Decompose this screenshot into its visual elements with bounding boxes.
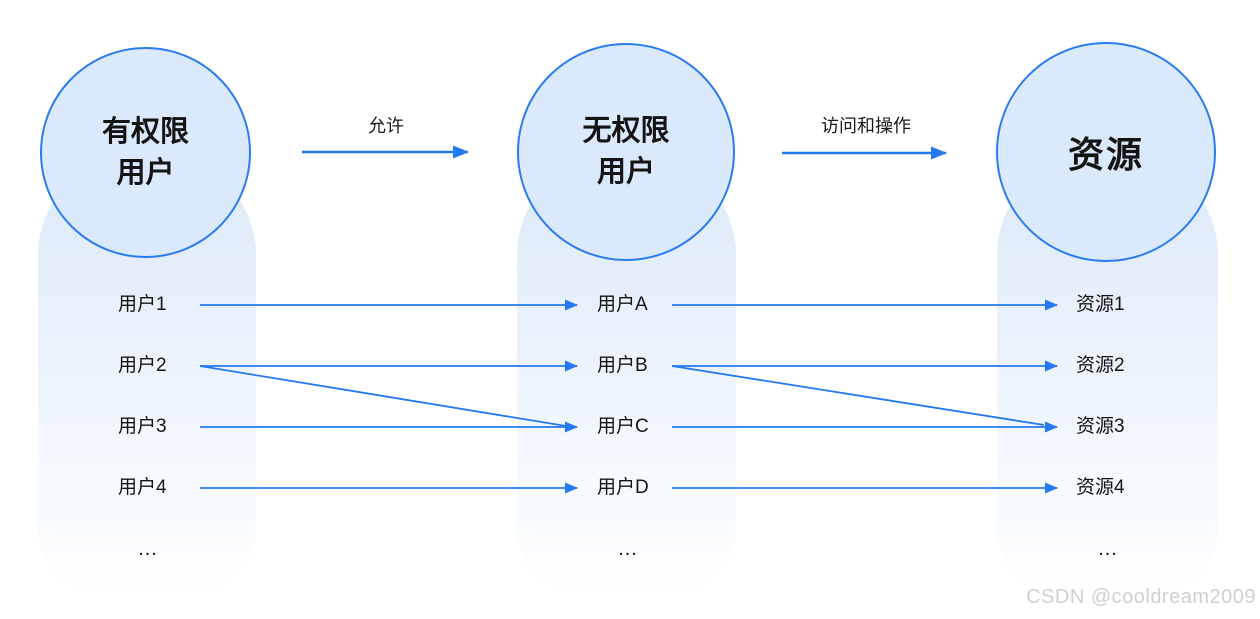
unauthorized-users-more-indicator: ... xyxy=(618,538,638,560)
watermark: CSDN @cooldream2009 xyxy=(1026,586,1256,608)
resources-circle-label: 资源 xyxy=(1067,134,1144,175)
authorized-users-circle-label-line2: 用户 xyxy=(116,156,175,189)
flow-arrow-allow-label: 允许 xyxy=(368,116,404,136)
resource-row: 资源3 xyxy=(1076,416,1125,437)
authorized-users-circle: 有权限 用户 xyxy=(40,47,251,258)
unauthorized-users-circle-label-line2: 用户 xyxy=(596,156,655,188)
resource-row: 资源1 xyxy=(1076,294,1125,315)
resource-row: 资源4 xyxy=(1076,477,1125,498)
authorized-users-more-indicator: ... xyxy=(138,538,158,560)
authorized-user-row: 用户4 xyxy=(118,477,167,498)
flow-arrow-access-operate-label: 访问和操作 xyxy=(821,116,911,136)
authorized-users-circle-label-line1: 有权限 xyxy=(101,115,189,148)
resource-row: 资源2 xyxy=(1076,355,1125,376)
authorized-user-row: 用户2 xyxy=(118,355,167,376)
unauthorized-user-row: 用户C xyxy=(597,416,649,437)
unauthorized-users-circle-label-line1: 无权限 xyxy=(582,115,670,148)
unauthorized-user-row: 用户B xyxy=(597,355,648,376)
resources-circle: 资源 xyxy=(996,42,1216,262)
unauthorized-user-row: 用户D xyxy=(597,477,649,498)
resources-more-indicator: ... xyxy=(1098,538,1118,560)
authorized-user-row: 用户3 xyxy=(118,416,167,437)
authorized-user-row: 用户1 xyxy=(118,294,167,315)
unauthorized-user-row: 用户A xyxy=(597,294,648,315)
unauthorized-users-circle: 无权限 用户 xyxy=(517,43,735,261)
